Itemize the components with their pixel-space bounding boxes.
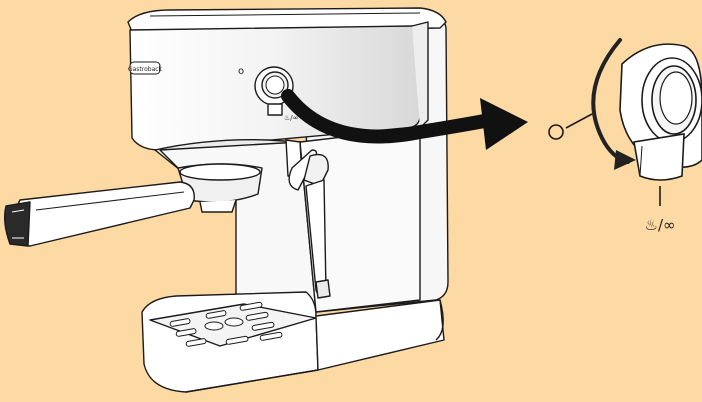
brand-logo-text: Gastroback <box>128 66 163 73</box>
machine-on-symbol: ♨/∞ <box>284 114 298 122</box>
espresso-machine: Gastroback o ♨/∞ <box>5 8 448 392</box>
detail-on-symbol: ♨/∞ <box>645 216 676 234</box>
portafilter-handle <box>8 182 194 246</box>
brand-logo: Gastroback <box>128 62 163 74</box>
machine-off-symbol: o <box>238 66 244 77</box>
knob-detail <box>549 40 702 206</box>
